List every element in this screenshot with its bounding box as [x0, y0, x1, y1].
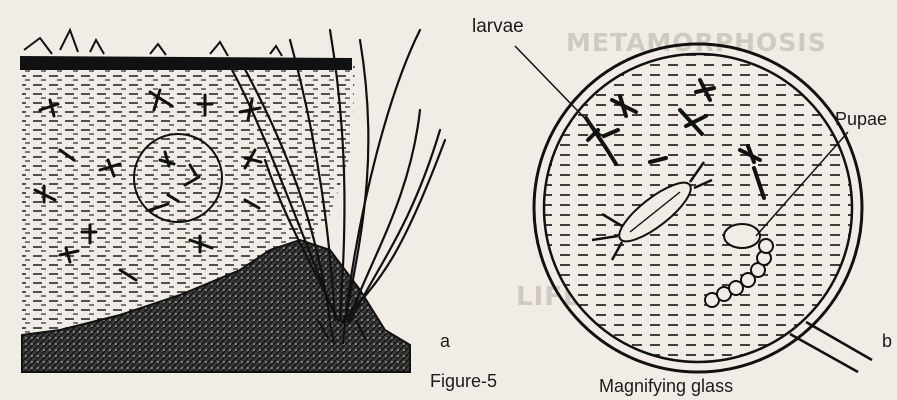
magnifier-lens	[544, 54, 852, 362]
label-pupae: Pupae	[835, 109, 887, 130]
pond-panel	[20, 30, 445, 372]
magnified-panel	[515, 44, 872, 372]
label-panel-a: a	[440, 331, 450, 352]
magnifier-handle	[790, 322, 872, 372]
figure-caption: Figure-5	[430, 371, 497, 392]
label-larvae: larvae	[472, 16, 524, 38]
label-panel-b: b	[882, 331, 892, 352]
label-magnifying-glass: Magnifying glass	[599, 376, 733, 397]
ground-strip	[20, 56, 352, 70]
larvae-leader-line	[515, 46, 604, 138]
